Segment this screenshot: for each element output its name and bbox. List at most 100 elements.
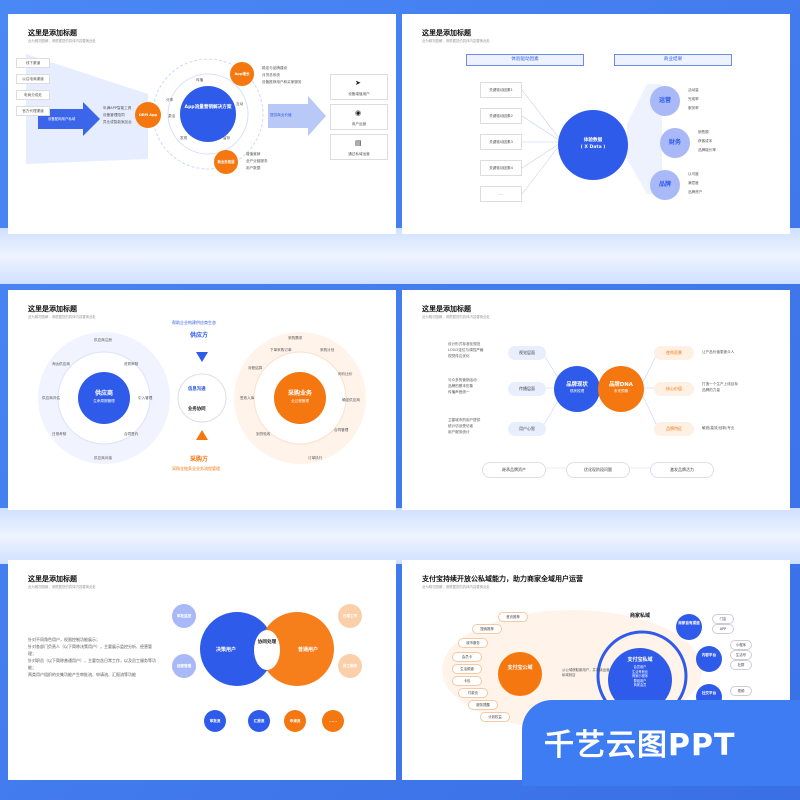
future-pill[interactable]: 使命愿景	[654, 346, 694, 360]
slide-subtitle: 此为概况图解，请根据您的具体内容替换此处	[422, 39, 490, 43]
send-icon: ➤	[355, 79, 361, 87]
right-card[interactable]: 通过私域运营	[330, 134, 388, 160]
bottom-pill[interactable]: 继承品牌资产	[482, 462, 546, 478]
ring-label: 留存	[223, 136, 231, 140]
slide-title: 这里是添加标题	[422, 29, 471, 37]
side-sat: 内容平台	[696, 646, 722, 672]
left-note: 统计访谈受访者	[448, 424, 474, 428]
side-sat: 商家自有渠道	[676, 614, 702, 640]
private-head: 商家私域	[630, 613, 651, 619]
driver-box[interactable]: 关键驱动因素1	[480, 82, 522, 98]
side-tag[interactable]: 生活号	[730, 650, 752, 660]
supplier-node: 供应商生命周期管理	[78, 372, 130, 424]
left-note: 与众多的营销活动	[448, 378, 477, 382]
side-tag[interactable]: APP	[712, 624, 734, 634]
slide-3[interactable]: 这里是添加标题 此为概况图解，请根据您的具体内容替换此处 帮助企业构建供应商生态…	[8, 290, 396, 510]
mid-label: 业务协同	[188, 407, 206, 412]
channel-tag[interactable]: 计划权益	[480, 712, 510, 722]
channel-tag[interactable]: 付款页	[458, 688, 488, 698]
supplier-step: 供应商评估	[42, 396, 60, 400]
flow-node: ......	[322, 710, 344, 732]
result-item: 服务率	[688, 106, 699, 110]
driver-box[interactable]: ...	[480, 186, 522, 202]
app-note: 月货总系统	[262, 73, 280, 77]
brand-banner: 千艺云图PPT	[522, 700, 800, 786]
supplier-side: 供应方	[190, 332, 209, 339]
channel-tag[interactable]: 卡包	[452, 676, 482, 686]
right-card[interactable]: 用户运营	[330, 104, 388, 130]
bottom-pill[interactable]: 激发品牌活力	[650, 462, 714, 478]
side-tag[interactable]: 视频	[730, 686, 752, 696]
new-note: 增值营销	[246, 152, 261, 156]
slide-4[interactable]: 这里是添加标题 此为概况图解，请根据您的具体内容替换此处 视觉层面 传播层面 用…	[402, 290, 790, 510]
channel-tag[interactable]: 首页推荐	[498, 612, 528, 622]
channel-tag[interactable]: 搜索推荐	[472, 624, 502, 634]
driver-box[interactable]: 关键驱动因素3	[480, 134, 522, 150]
slide-title: 支付宝持续开放公私域能力，助力商家全域用户运营	[422, 575, 583, 583]
supplier-step: 淘汰供应商	[52, 362, 70, 366]
channel-tag[interactable]: 服务提醒	[468, 700, 498, 710]
future-pill[interactable]: 核心价值	[654, 382, 694, 396]
oem-node: OEM App	[135, 102, 161, 128]
channel-tag[interactable]: 会员卡	[452, 652, 482, 662]
driver-box[interactable]: 关键驱动因素4	[480, 160, 522, 176]
procure-step: 签收入库	[240, 396, 255, 400]
procure-step: 下单采购订单	[270, 348, 292, 352]
side-tag[interactable]: 门店	[712, 614, 734, 624]
side-tag[interactable]: 小程序	[730, 640, 752, 650]
right-note: 让产品价值更被众人	[702, 350, 735, 354]
channel-tag[interactable]: 城市服务	[458, 638, 488, 648]
xdata-node: 体验数据 ( X Data )	[558, 110, 628, 180]
left-note: 异业或智能家品台	[103, 120, 132, 124]
left-note: LOGO定位与调性严格	[448, 348, 484, 352]
slide-1[interactable]: 这里是添加标题 此为概况图解，请根据您的具体内容替换此处 线下渠道 以往电商渠道…	[8, 14, 396, 234]
left-tag: 以往电商渠道	[16, 74, 50, 84]
ring-label: 分享	[166, 98, 174, 102]
supplier-step: 供应商对接	[94, 456, 112, 460]
header-drivers: 体验驱动因素	[466, 54, 584, 66]
center-node: App流量营销解决方案	[180, 86, 236, 142]
result-item: 满意度	[688, 181, 699, 185]
current-pill[interactable]: 传播层面	[508, 382, 546, 396]
result-item: 品牌增长率	[698, 148, 716, 152]
ring-label: 激活	[168, 114, 176, 118]
slide-3-graphics	[38, 332, 366, 464]
brand-current-node: 品牌现状现状梳理	[554, 366, 600, 412]
result-item: 完成率	[688, 97, 699, 101]
slide-title: 这里是添加标题	[28, 305, 77, 313]
supplier-step: 资质审核	[124, 362, 139, 366]
slide-title: 这里是添加标题	[28, 575, 77, 583]
supplier-step: 引入管理	[138, 396, 153, 400]
right-note: 敏锐/高效/创新/专业	[702, 426, 735, 430]
left-tag: 官方代理渠道	[16, 106, 50, 116]
result-node: 品牌	[650, 170, 680, 200]
procure-step: 确定供应商	[342, 398, 360, 402]
current-pill[interactable]: 用户心智	[508, 422, 546, 436]
right-card[interactable]: 设备增值用户	[330, 74, 388, 100]
slide-2-graphics	[521, 84, 662, 195]
supplier-step: 合同签约	[124, 432, 139, 436]
channel-tag[interactable]: 生活频道	[452, 664, 482, 674]
description: 针对不同角色用户，权限控制功能展示；针对各部门负责人（以下简称决策用户），主要展…	[28, 637, 156, 677]
current-pill[interactable]: 视觉层面	[508, 346, 546, 360]
driver-box[interactable]: 关键驱动因素2	[480, 108, 522, 124]
left-tag: 线下渠道	[16, 58, 50, 68]
decision-label: 决策用户	[215, 647, 236, 653]
user-icon: ◉	[355, 109, 362, 117]
side-tag[interactable]: 社群	[730, 660, 752, 670]
mid-label: 信息沟通	[188, 387, 206, 392]
brand-text: 千艺云图PPT	[544, 728, 736, 763]
slide-5[interactable]: 这里是添加标题 此为概况图解，请根据您的具体内容替换此处 针对不同角色用户，权限…	[8, 560, 396, 780]
left-note: 卫星城市的用户提供	[448, 418, 481, 422]
slide-subtitle: 此为概况图解，请根据您的具体内容替换此处	[28, 585, 96, 589]
result-item: 认可度	[688, 172, 699, 176]
flow-node: 汇报流	[248, 710, 270, 732]
result-item: 获客成本	[698, 139, 713, 143]
buyer-side: 采购方	[190, 456, 209, 463]
slide-2[interactable]: 这里是添加标题 此为概况图解，请根据您的具体内容替换此处 体验驱动因素 商业结果…	[402, 14, 790, 234]
result-node: 运营	[650, 86, 680, 116]
future-pill[interactable]: 品牌特征	[654, 422, 694, 436]
slide-subtitle: 此为概况图解，请根据您的具体内容替换此处	[28, 39, 96, 43]
bottom-pill[interactable]: 优化现阶段问题	[566, 462, 630, 478]
